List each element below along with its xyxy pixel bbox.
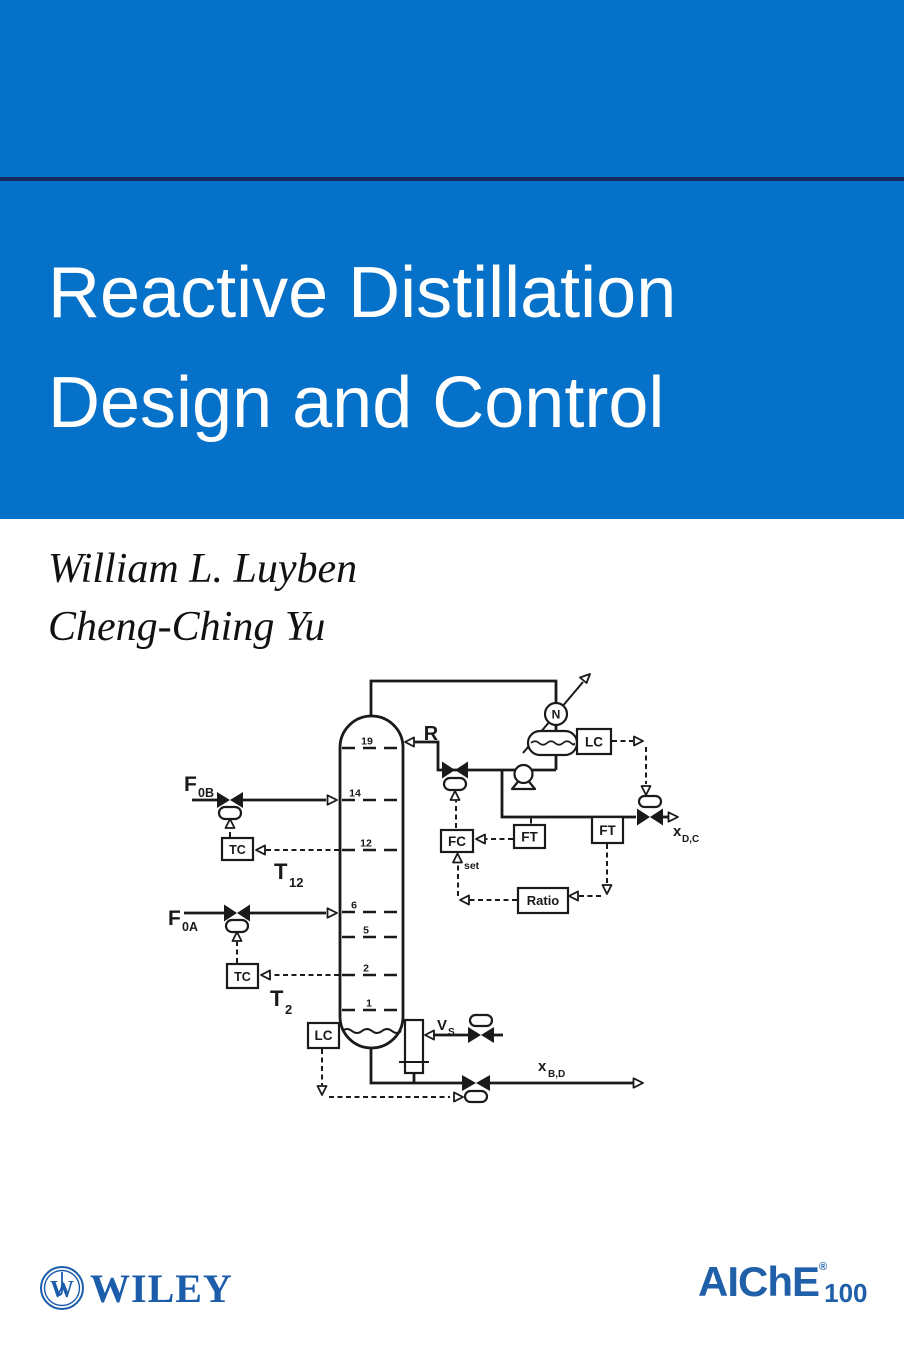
tray-5-label: 5 [363, 925, 369, 937]
distillate-valve [637, 794, 663, 826]
bottoms-valve [462, 1075, 490, 1104]
feed-b-base: F [184, 773, 197, 796]
tray-6-label: 6 [351, 900, 357, 912]
tc-lower-label: TC [234, 970, 251, 984]
ft1-label: FT [521, 830, 538, 845]
steam-line [424, 1029, 503, 1041]
condenser-symbol-label: N [552, 708, 561, 722]
feed-b-sub: 0B [198, 786, 214, 800]
reflux-stream-label: R [424, 723, 439, 745]
temperature-controller-lower: TC [225, 962, 339, 990]
t2-sub: 2 [285, 1002, 292, 1017]
author-name-2: Cheng-Ching Yu [48, 604, 326, 650]
feed-a-valve [224, 904, 250, 963]
column-trays: 19 14 12 6 5 2 1 [342, 736, 401, 1012]
aiche-registered-mark: ® [819, 1261, 828, 1273]
flow-controller: FC [439, 828, 475, 854]
wiley-wordmark: WILEY [90, 1265, 233, 1311]
reboiler [399, 1018, 429, 1083]
feed-a-sub: 0A [182, 920, 198, 934]
temperature-12-label: T 12 [274, 859, 303, 890]
setpoint-label: set [464, 860, 480, 872]
wiley-logo: W WILEY [38, 1264, 233, 1312]
tc-upper-label: TC [229, 843, 246, 857]
aiche-logo: AIChE® 100 [698, 1258, 871, 1308]
distillate-label-base: x [673, 823, 682, 840]
bottoms-label-base: x [538, 1058, 547, 1075]
fc-label: FC [448, 834, 466, 849]
reflux-drum [526, 729, 579, 757]
bottoms-composition-label: x B,D [538, 1058, 565, 1080]
steam-valve [468, 1013, 494, 1043]
reflux-valve [442, 761, 468, 828]
lc-to-distillate-valve-signal [612, 735, 652, 796]
tray-14-label: 14 [349, 788, 361, 800]
steam-sub: S [448, 1027, 455, 1038]
reflux-pump [510, 763, 537, 791]
wiley-colophon-icon: W [40, 1266, 84, 1310]
temperature-2-label: T 2 [270, 986, 292, 1017]
distillate-label-sub: D,C [682, 834, 699, 845]
feed-b-line [192, 794, 338, 806]
title-band: Reactive Distillation Design and Control [0, 0, 904, 519]
feed-a-base: F [168, 907, 181, 930]
ratio-label: Ratio [527, 893, 560, 908]
book-title-line1: Reactive Distillation [48, 253, 677, 333]
aiche-100-label: 100 [824, 1278, 868, 1308]
lc-top-label: LC [585, 735, 603, 750]
author-name-1: William L. Luyben [48, 546, 358, 592]
ratio-to-fc-setpoint-signal: set [452, 852, 517, 906]
band-divider-rule [0, 177, 904, 181]
book-title-line2: Design and Control [48, 363, 665, 443]
condenser: N [522, 673, 591, 754]
process-flow-diagram: N LC R [168, 673, 699, 1104]
feed-b-valve [217, 792, 243, 837]
ratio-block: Ratio [516, 886, 570, 915]
t2-base: T [270, 986, 284, 1011]
reflux-line [404, 736, 558, 772]
steam-label: V S [437, 1017, 455, 1038]
distillate-composition-label: x D,C [673, 823, 699, 845]
bottoms-label-sub: B,D [548, 1069, 565, 1080]
temperature-controller-upper: TC [220, 836, 339, 862]
t12-base: T [274, 859, 288, 884]
feed-b-label: F 0B [184, 773, 214, 800]
tray-2-label: 2 [363, 963, 369, 975]
t12-sub: 12 [289, 875, 303, 890]
tray-19-label: 19 [361, 736, 373, 748]
level-controller-bottom: LC [306, 1021, 464, 1103]
flow-transmitter-reflux: FT [475, 818, 547, 850]
feed-a-line [184, 907, 338, 919]
steam-base: V [437, 1017, 447, 1034]
tray-12-label: 12 [360, 838, 372, 850]
bottoms-line [369, 1048, 644, 1089]
aiche-wordmark: AIChE [698, 1258, 820, 1305]
feed-a-label: F 0A [168, 907, 198, 934]
lc-bottom-label: LC [315, 1028, 333, 1043]
flow-transmitter-distillate: FT [568, 815, 625, 902]
level-controller-top: LC [575, 727, 613, 756]
overhead-vapor-line [369, 679, 558, 731]
tray-1-label: 1 [366, 998, 372, 1010]
ft2-label: FT [599, 823, 616, 838]
